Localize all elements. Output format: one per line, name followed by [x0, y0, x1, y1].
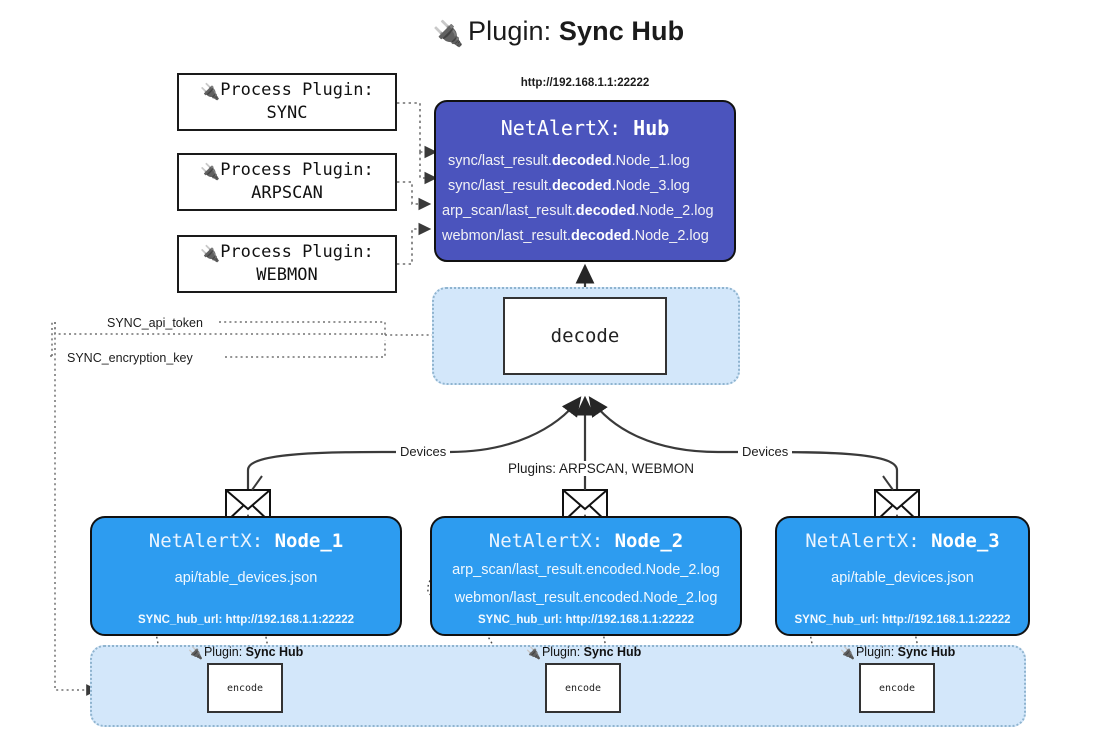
page-title-name: Sync Hub [558, 16, 685, 46]
page-title-prefix: Plugin: [468, 16, 559, 46]
plug-icon: 🔌 [200, 161, 221, 181]
plug-icon: 🔌 [200, 243, 221, 263]
plug-icon: 🔌 [526, 646, 541, 660]
devices-label-right: Devices [738, 444, 793, 459]
hub-log-rows: sync/last_result.decoded.Node_1.log sync… [436, 149, 734, 249]
encode-box-1[interactable]: encode [207, 663, 283, 713]
node-2-line: webmon/last_result.encoded.Node_2.log [454, 590, 718, 606]
node-2-title: NetAlertX: Node_2 [488, 530, 684, 552]
node-3-line: api/table_devices.json [831, 570, 974, 586]
process-plugin-arpscan-line2: ARPSCAN [251, 183, 323, 204]
encode-box-3[interactable]: encode [859, 663, 935, 713]
process-plugin-sync[interactable]: 🔌Process Plugin: SYNC [177, 73, 397, 131]
process-plugin-arpscan[interactable]: 🔌Process Plugin: ARPSCAN [177, 153, 397, 211]
node-2-line: arp_scan/last_result.encoded.Node_2.log [452, 562, 720, 578]
encoder-1-plugin-label: 🔌Plugin: Sync Hub [188, 645, 304, 660]
process-plugin-webmon-line1: 🔌Process Plugin: [200, 241, 374, 263]
plug-icon: 🔌 [188, 646, 203, 660]
node-box-3[interactable]: NetAlertX: Node_3 api/table_devices.json… [775, 516, 1030, 636]
plugins-center-label: Plugins: ARPSCAN, WEBMON [504, 461, 699, 476]
encode-box-2[interactable]: encode [545, 663, 621, 713]
node-1-line: api/table_devices.json [174, 570, 318, 586]
sync-encryption-key-label: SYNC_encryption_key [64, 351, 196, 365]
devices-label-left: Devices [396, 444, 451, 459]
node-3-footer: SYNC_hub_url: http://192.168.1.1:22222 [794, 614, 1011, 626]
hub-title: NetAlertX: Hub [500, 116, 670, 140]
hub-log-row: webmon/last_result.decoded.Node_2.log [442, 228, 709, 244]
node-2-footer: SYNC_hub_url: http://192.168.1.1:22222 [477, 614, 695, 626]
process-plugin-webmon[interactable]: 🔌Process Plugin: WEBMON [177, 235, 397, 293]
encoder-2-plugin-label: 🔌Plugin: Sync Hub [526, 645, 642, 660]
plug-icon: 🔌 [840, 646, 855, 660]
hub-log-row: sync/last_result.decoded.Node_1.log [448, 153, 690, 169]
hub-url-label: http://192.168.1.1:22222 [520, 77, 650, 89]
hub-log-row: sync/last_result.decoded.Node_3.log [448, 178, 690, 194]
node-box-2[interactable]: NetAlertX: Node_2 arp_scan/last_result.e… [430, 516, 742, 636]
sync-api-token-label: SYNC_api_token [104, 316, 206, 330]
page-title: 🔌Plugin: Sync Hub [0, 16, 1117, 49]
decode-box[interactable]: decode [503, 297, 667, 375]
node-3-title: NetAlertX: Node_3 [805, 530, 1000, 552]
encoder-3-plugin-label: 🔌Plugin: Sync Hub [840, 645, 956, 660]
node-box-1[interactable]: NetAlertX: Node_1 api/table_devices.json… [90, 516, 402, 636]
process-plugin-webmon-line2: WEBMON [256, 265, 318, 286]
process-plugin-arpscan-line1: 🔌Process Plugin: [200, 159, 374, 181]
node-1-footer: SYNC_hub_url: http://192.168.1.1:22222 [137, 614, 355, 626]
process-plugin-sync-line2: SYNC [266, 103, 308, 124]
hub-log-row: arp_scan/last_result.decoded.Node_2.log [442, 203, 714, 219]
hub-box[interactable]: NetAlertX: Hub sync/last_result.decoded.… [434, 100, 736, 262]
node-1-title: NetAlertX: Node_1 [148, 530, 344, 552]
process-plugin-sync-line1: 🔌Process Plugin: [200, 79, 374, 101]
plug-icon: 🔌 [432, 20, 465, 48]
plug-icon: 🔌 [200, 81, 221, 101]
